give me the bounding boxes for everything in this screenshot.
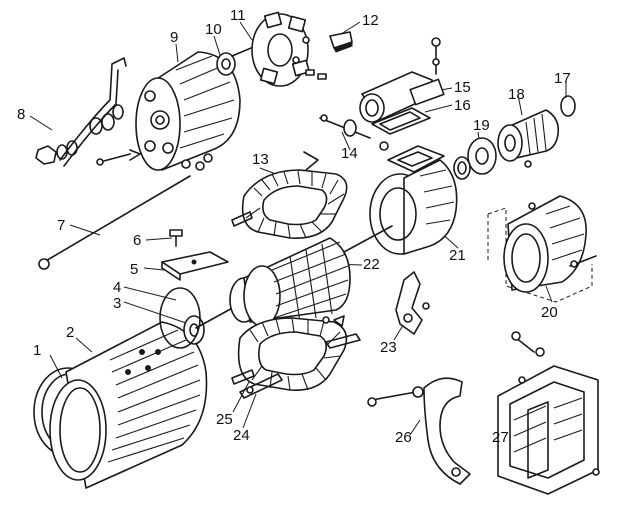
part-5-pole-shoe — [161, 251, 229, 281]
callout-1: 1 — [33, 342, 42, 359]
part-15-solenoid-body — [359, 37, 445, 123]
callout-11: 11 — [230, 7, 246, 24]
part-9-commutator-housing — [129, 51, 241, 171]
part-2-yoke-housing — [49, 321, 208, 489]
callout-10: 10 — [205, 21, 222, 38]
callout-21: 21 — [449, 247, 466, 264]
part-6-screw — [169, 229, 183, 247]
callout-3: 3 — [113, 295, 122, 312]
callout-6: 6 — [133, 232, 142, 249]
callout-8: 8 — [17, 106, 26, 123]
part-22-armature — [195, 225, 393, 329]
callout-19: 19 — [473, 117, 490, 134]
part-17-circlip — [560, 95, 576, 117]
callout-27: 27 — [492, 429, 509, 446]
part-8-bracket-strap — [35, 57, 127, 167]
part-14-lever-pin — [319, 114, 389, 151]
callout-14: 14 — [341, 145, 358, 162]
part-23-shift-fork — [395, 271, 430, 335]
callout-13: 13 — [252, 151, 269, 168]
part-11-brush-plate — [231, 11, 327, 87]
part-18-drive-pinion — [497, 109, 560, 168]
callout-9: 9 — [170, 29, 179, 46]
callout-7: 7 — [57, 217, 66, 234]
callout-20: 20 — [541, 304, 558, 321]
callout-22: 22 — [363, 256, 380, 273]
callout-24: 24 — [233, 427, 250, 444]
callout-5: 5 — [130, 261, 139, 278]
callout-17: 17 — [554, 70, 571, 87]
part-7-tie-rod — [38, 175, 191, 270]
callout-18: 18 — [508, 86, 525, 103]
callout-26: 26 — [395, 429, 412, 446]
part-20-drive-housing — [487, 195, 597, 303]
part-21-intermediate-flange — [369, 145, 458, 255]
part-25-terminal-lead — [231, 315, 345, 385]
part-12-terminal-clip — [329, 31, 353, 53]
callout-15: 15 — [454, 79, 471, 96]
callout-23: 23 — [380, 339, 397, 356]
callout-16: 16 — [454, 97, 471, 114]
part-24-field-coil-lower — [237, 317, 361, 399]
callout-4: 4 — [113, 279, 122, 296]
part-10-bushing — [216, 52, 236, 76]
callout-25: 25 — [216, 411, 233, 428]
part-26-mounting-strap — [367, 377, 471, 485]
callout-2: 2 — [66, 324, 75, 341]
housing-bolts — [96, 153, 213, 171]
callout-12: 12 — [362, 12, 379, 29]
part-4-seal-ring — [159, 287, 201, 349]
part-16-gasket — [371, 107, 431, 135]
part-13-field-coil-upper — [231, 151, 348, 239]
part-19-thrust-washer — [453, 137, 497, 180]
part-27-cradle-bracket — [497, 331, 600, 495]
